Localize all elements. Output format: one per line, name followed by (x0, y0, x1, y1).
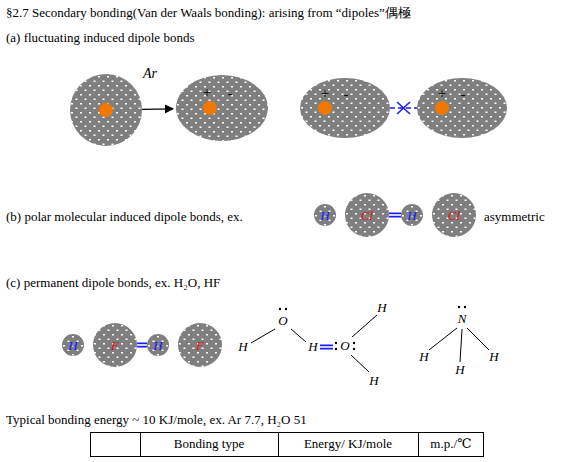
chlorine-atom: Cl (432, 193, 476, 237)
table-grid (91, 433, 484, 457)
atom-symbol: H (489, 350, 498, 364)
atom-symbol: F (111, 339, 119, 352)
hydrogen-atom: H (314, 204, 336, 226)
charge-sign: - (461, 87, 466, 102)
table-cell: m.p./℃ (430, 437, 471, 451)
atom-symbol: H (455, 363, 464, 377)
water-bonds (251, 315, 377, 372)
atom-symbol: F (196, 339, 204, 352)
note-text: (b) polar molecular induced dipole bonds… (6, 210, 243, 224)
lone-pair-dots (279, 306, 466, 350)
argon-atom: Ar (70, 74, 142, 146)
atom-symbol: H (369, 374, 378, 388)
polarize-arrow (142, 108, 173, 110)
atom-symbol: N (458, 312, 467, 326)
charge-sign: - (228, 86, 233, 101)
polarized-atom: +- (417, 78, 507, 138)
ammonia-bonds (429, 328, 489, 362)
charge-sign: - (344, 87, 349, 102)
atom-symbol: O (340, 339, 349, 353)
heading: §2.7 Secondary bonding(Van der Waals bon… (6, 6, 411, 20)
fluorine-atom: F (178, 323, 222, 367)
hydrogen-bond (320, 347, 333, 348)
table-cell: Bonding type (174, 437, 244, 451)
note-text: (a) fluctuating induced dipole bonds (6, 31, 194, 45)
atom-symbol: H (419, 350, 428, 364)
atom-shape (70, 74, 142, 146)
charge-sign: + (321, 86, 329, 101)
note-text: asymmetric (484, 210, 545, 224)
atom-symbol: H (377, 301, 386, 315)
nucleus (435, 101, 449, 115)
nucleus (99, 103, 113, 117)
note-text: Typical bonding energy ~ 10 KJ/mole, ex.… (6, 413, 307, 427)
hydrogen-atom: H (62, 334, 84, 356)
nucleus (318, 101, 332, 115)
hydrogen-atom: H (147, 334, 169, 356)
atom-symbol: Cl (448, 209, 460, 222)
bond-gap (389, 214, 401, 216)
polarized-atom: +- (176, 75, 268, 141)
atom-symbol: H (238, 340, 247, 354)
element-label: Ar (143, 67, 157, 81)
chlorine-atom: Cl (345, 193, 389, 237)
note-text: (c) permanent dipole bonds, ex. H₂O, HF (6, 276, 220, 290)
atom-symbol: O (278, 314, 287, 328)
dipole-bond (137, 343, 147, 348)
hydrogen-atom: H (401, 204, 423, 226)
polarized-atom: +- (300, 78, 390, 138)
fluorine-atom: F (93, 323, 137, 367)
atom-symbol: H (320, 209, 329, 222)
dipole-attraction (390, 107, 417, 109)
bond-gap (137, 344, 147, 346)
charge-sign: + (203, 85, 211, 100)
atom-symbol: H (153, 339, 162, 352)
table-cell: Energy/ KJ/mole (304, 437, 392, 451)
atom-symbol: H (308, 340, 317, 354)
charge-sign: + (438, 86, 446, 101)
atom-symbol: Cl (361, 209, 373, 222)
nucleus (203, 101, 217, 115)
dipole-bond (389, 213, 401, 218)
atom-symbol: H (407, 209, 416, 222)
atom-shape (176, 75, 268, 141)
atom-symbol: H (68, 339, 77, 352)
